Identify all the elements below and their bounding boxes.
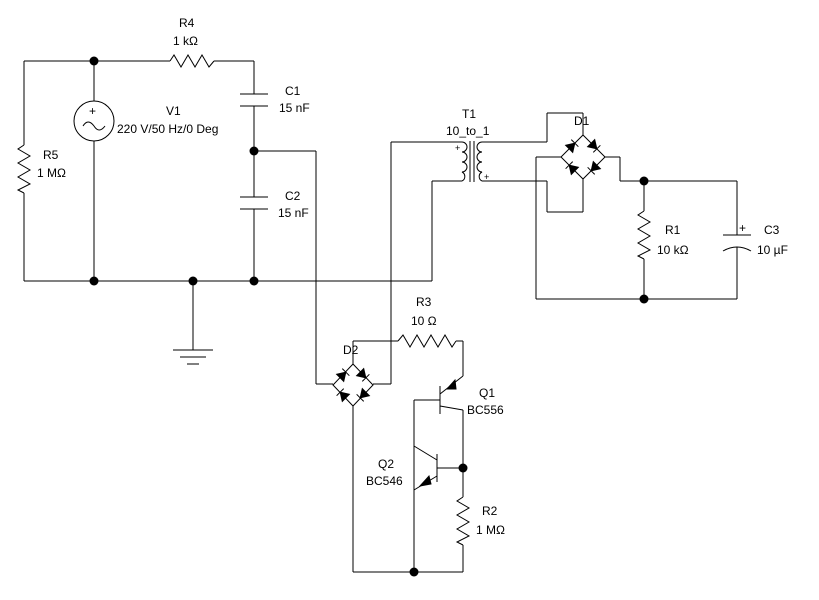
junction-dot (188, 276, 198, 286)
c2-value: 15 nF (278, 206, 309, 220)
c1-ref: C1 (285, 84, 301, 98)
diode-icon (335, 368, 350, 383)
c1-value: 15 nF (279, 101, 310, 115)
bridge-rectifier-d1[interactable] (560, 134, 606, 180)
ground-icon (173, 349, 213, 365)
c3-plus-mark: + (739, 221, 746, 235)
junction-dot (249, 146, 259, 156)
emitter-arrow-icon (418, 474, 432, 487)
resistor-r3[interactable]: R3 10 Ω (397, 295, 457, 348)
v1-plus-mark: + (89, 104, 96, 118)
transformer-t1[interactable]: + + T1 10_to_1 (446, 107, 490, 182)
junction-dot (249, 276, 259, 286)
junction-dot (639, 294, 649, 304)
junction-dots (89, 56, 649, 577)
bridge-rectifier-d2[interactable] (332, 363, 374, 407)
t1-ref: T1 (462, 107, 476, 121)
diode-icon (586, 138, 601, 153)
r4-value: 1 kΩ (173, 34, 198, 48)
c3-value: 10 µF (757, 243, 788, 257)
q2-ref: Q2 (378, 457, 394, 471)
r1-ref: R1 (665, 223, 681, 237)
diode-icon (336, 388, 351, 403)
resistor-r5[interactable]: R5 1 MΩ (16, 144, 66, 194)
junction-dot (409, 567, 419, 577)
resistor-r1[interactable]: R1 10 kΩ (636, 210, 689, 260)
diode-icon (355, 367, 370, 382)
d2-ref: D2 (343, 343, 359, 357)
r2-value: 1 MΩ (476, 523, 505, 537)
capacitor-c3[interactable]: + C3 10 µF (722, 221, 788, 257)
v1-value: 220 V/50 Hz/0 Deg (117, 122, 218, 136)
v1-ref: V1 (166, 104, 181, 118)
resistor-r2[interactable]: R2 1 MΩ (455, 496, 505, 546)
q1-ref: Q1 (479, 386, 495, 400)
capacitor-c1[interactable]: C1 15 nF (240, 84, 310, 115)
t1-secondary-dot: + (484, 172, 489, 182)
sine-icon (82, 121, 106, 131)
diode-icon (587, 160, 602, 175)
capacitor-c2[interactable]: C2 15 nF (240, 189, 309, 220)
c2-ref: C2 (285, 189, 301, 203)
r3-ref: R3 (416, 295, 432, 309)
t1-primary-dot: + (455, 143, 460, 153)
c3-ref: C3 (764, 223, 780, 237)
r1-value: 10 kΩ (657, 243, 689, 257)
junction-dot (89, 56, 99, 66)
r5-ref: R5 (43, 148, 59, 162)
r3-value: 10 Ω (411, 314, 437, 328)
r4-ref: R4 (179, 16, 195, 30)
junction-dot (639, 176, 649, 186)
d1-ref: D1 (574, 114, 590, 128)
junction-dot (89, 276, 99, 286)
q2-value: BC546 (366, 474, 403, 488)
emitter-arrow-icon (445, 378, 457, 390)
r5-value: 1 MΩ (37, 166, 66, 180)
wires (23, 60, 738, 573)
resistor-r4[interactable]: R4 1 kΩ (169, 16, 215, 68)
voltage-source-v1[interactable]: + V1 220 V/50 Hz/0 Deg (73, 100, 218, 142)
t1-value: 10_to_1 (446, 124, 490, 138)
diode-icon (564, 139, 579, 154)
junction-dot (458, 463, 468, 473)
q1-value: BC556 (467, 403, 504, 417)
diode-icon (565, 161, 580, 176)
diode-icon (356, 387, 371, 402)
r2-ref: R2 (482, 504, 498, 518)
transistor-q2[interactable]: Q2 BC546 (366, 445, 438, 491)
transistor-q1[interactable]: Q1 BC556 (439, 375, 504, 417)
